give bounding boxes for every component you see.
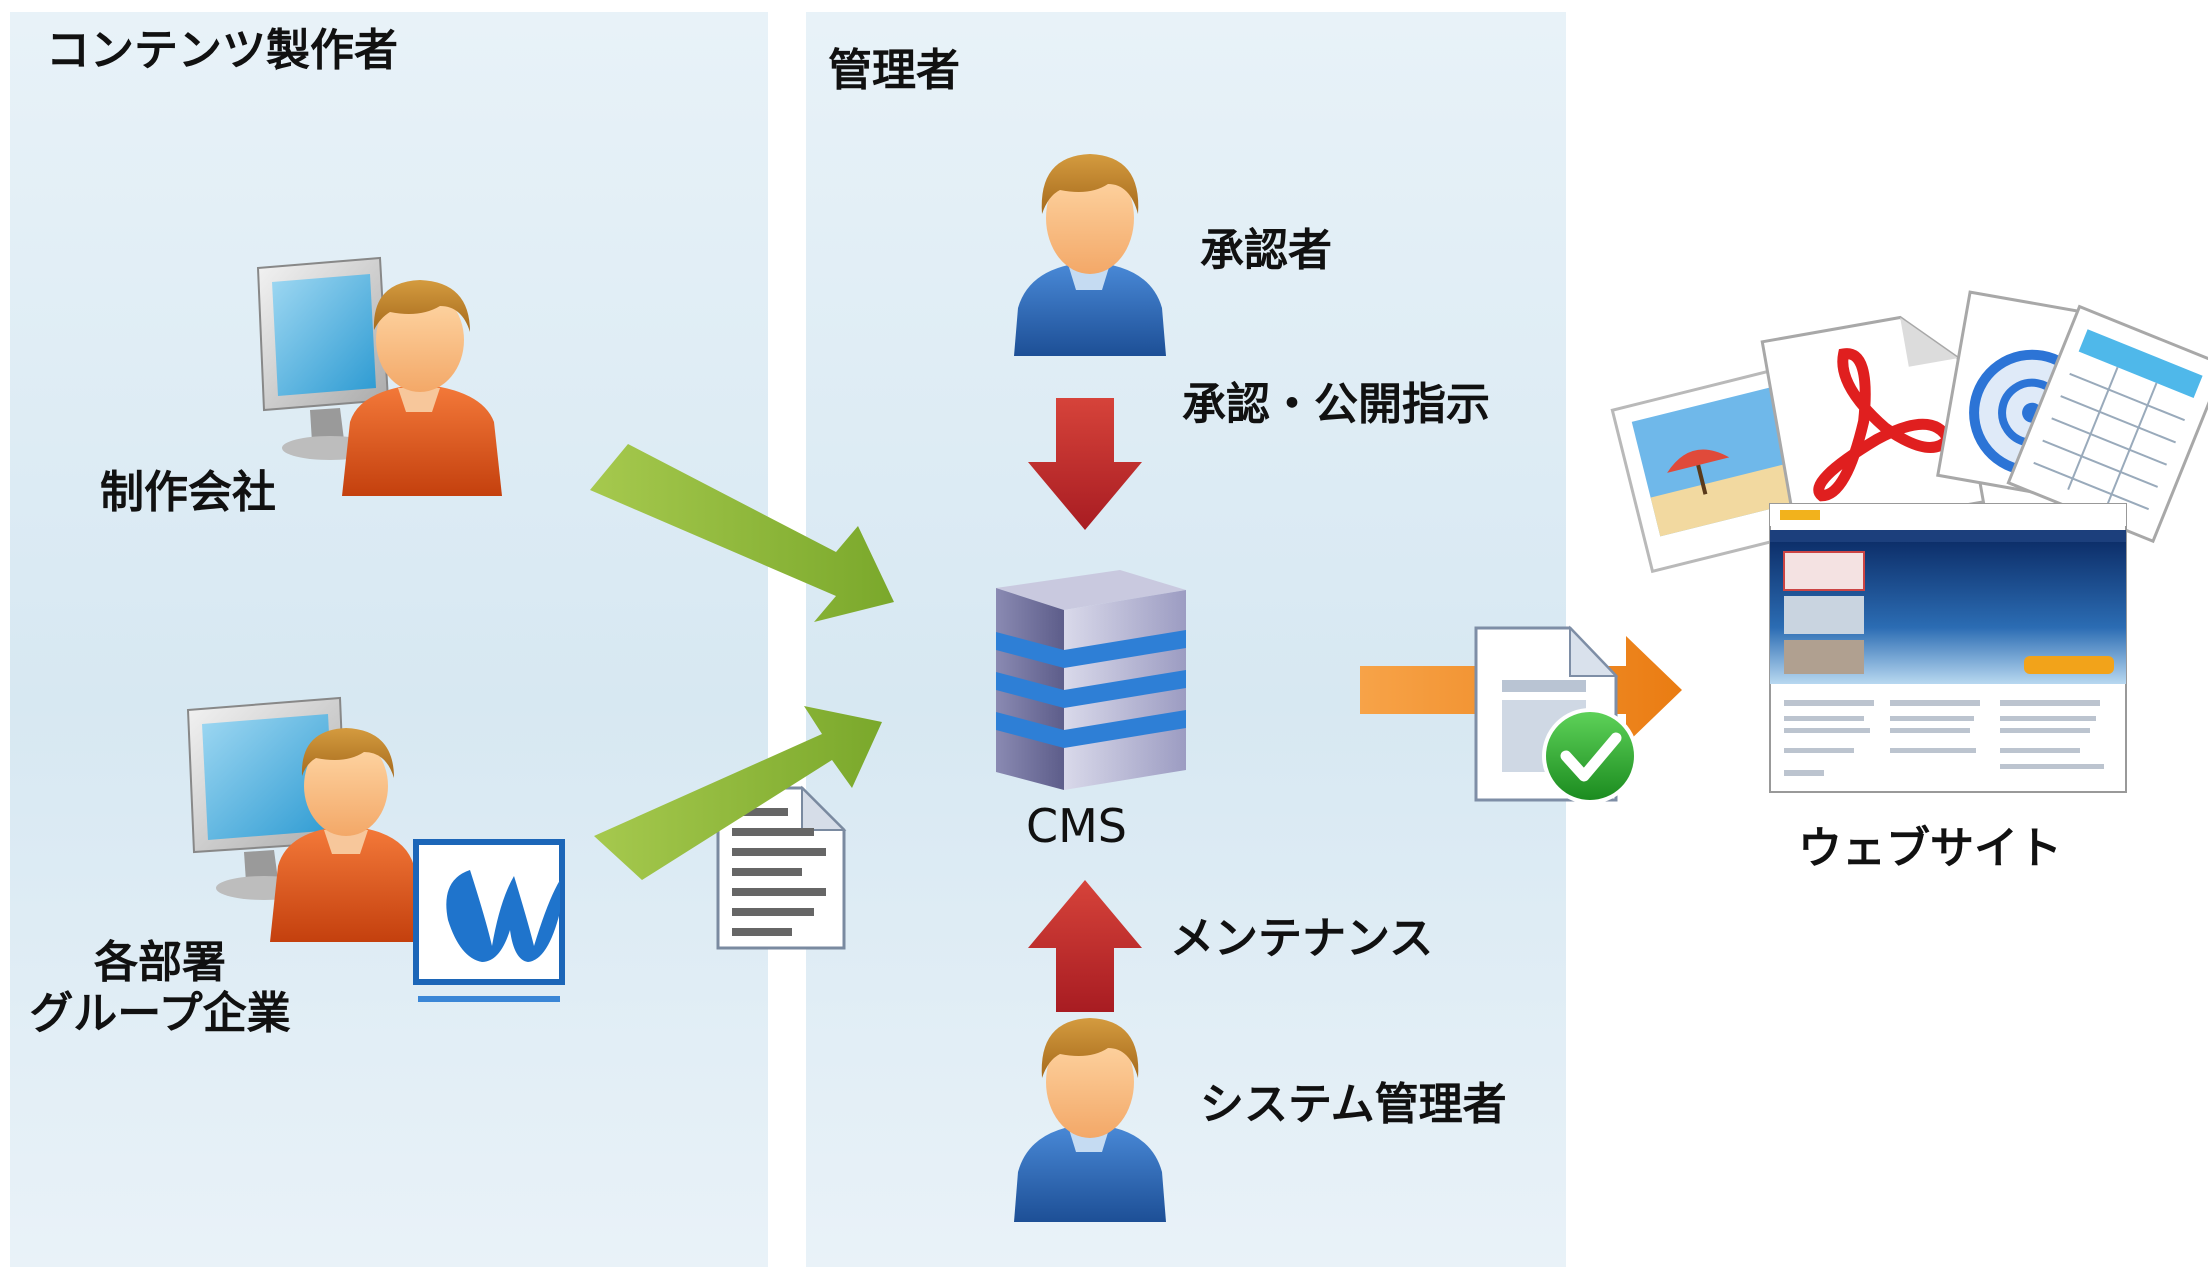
content-creators-panel <box>10 12 768 1267</box>
person-icon <box>1014 154 1166 356</box>
word-document-icon <box>413 839 565 1002</box>
cms-label: CMS <box>1026 799 1128 853</box>
departments-line: 各部署 <box>94 937 226 988</box>
person-icon <box>1014 1018 1166 1222</box>
approver-label: 承認者 <box>1200 225 1332 276</box>
red-arrow-down <box>1028 398 1142 530</box>
spreadsheet-file-icon <box>2006 304 2208 544</box>
maintenance-label: メンテナンス <box>1170 913 1434 964</box>
computer-user-icon <box>256 256 502 496</box>
departments-label: 各部署 グループ企業 <box>20 937 300 1039</box>
website-label: ウェブサイト <box>1798 823 2062 874</box>
red-arrow-up <box>1028 880 1142 1012</box>
green-arrow-upper <box>590 444 894 622</box>
website-screenshot-icon <box>1769 503 2127 793</box>
administrators-title: 管理者 <box>828 45 960 96</box>
production-company-label: 制作会社 <box>100 467 276 518</box>
approved-document-icon <box>1474 625 1638 804</box>
group-companies-line: グループ企業 <box>29 987 291 1039</box>
approve-publish-label: 承認・公開指示 <box>1182 379 1490 430</box>
content-creators-title: コンテンツ製作者 <box>46 25 398 76</box>
green-arrow-lower <box>594 706 882 880</box>
computer-user-icon <box>186 696 422 942</box>
text-document-icon <box>716 785 847 950</box>
system-admin-label: システム管理者 <box>1200 1079 1507 1130</box>
server-icon <box>996 570 1186 790</box>
